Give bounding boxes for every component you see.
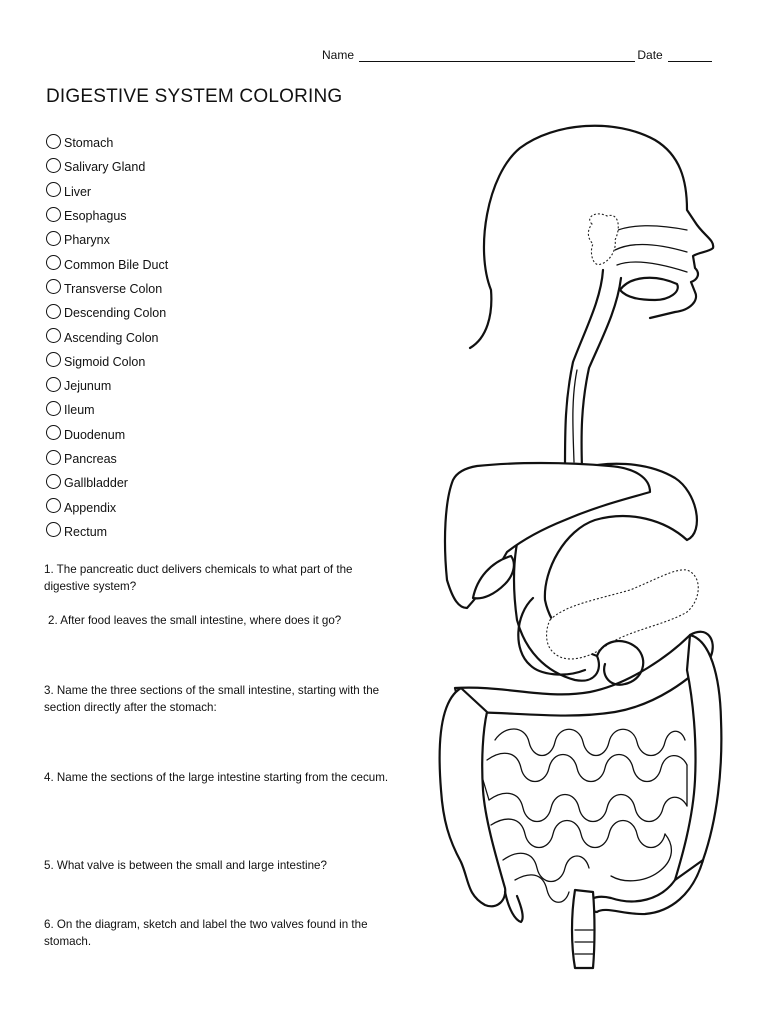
circle-checkbox-icon[interactable]: [46, 328, 61, 344]
circle-checkbox-icon[interactable]: [46, 157, 61, 173]
organ-label: Duodenum: [64, 427, 126, 442]
organ-label: Ileum: [64, 403, 95, 418]
list-item: Jejunum: [46, 374, 168, 398]
list-item: Ileum: [46, 398, 168, 422]
duodenum: [517, 596, 587, 676]
circle-checkbox-icon[interactable]: [46, 303, 61, 319]
list-item: Pharynx: [46, 228, 168, 252]
question-1: 1. The pancreatic duct delivers chemical…: [44, 563, 353, 593]
list-item: Sigmoid Colon: [46, 350, 168, 374]
circle-checkbox-icon[interactable]: [46, 230, 61, 246]
gallbladder: [471, 554, 515, 600]
list-item: Esophagus: [46, 204, 168, 228]
esophagus-inner: [572, 369, 578, 463]
tongue: [618, 276, 679, 302]
organ-label: Pancreas: [64, 452, 117, 466]
small-intestine: [482, 728, 688, 903]
jejunum: [595, 639, 645, 686]
esophagus-left: [563, 268, 605, 470]
organ-label: Pharynx: [64, 233, 110, 248]
appendix: [503, 890, 524, 924]
circle-checkbox-icon[interactable]: [46, 182, 61, 198]
list-item: Salivary Gland: [46, 155, 168, 179]
circle-checkbox-icon[interactable]: [46, 522, 61, 538]
list-item: Ascending Colon: [46, 325, 168, 349]
question-4: 4. Name the sections of the large intest…: [44, 771, 389, 784]
esophagus-right: [580, 276, 623, 470]
organ-label: Appendix: [64, 500, 117, 515]
page-title: DIGESTIVE SYSTEM COLORING: [46, 86, 343, 107]
transverse-colon: [453, 630, 714, 717]
nasal-cavity: [612, 225, 688, 273]
list-item: Liver: [46, 180, 168, 204]
organ-label: Transverse Colon: [64, 281, 163, 296]
circle-checkbox-icon[interactable]: [46, 425, 61, 441]
question-2: 2. After food leaves the small intestine…: [48, 614, 342, 627]
name-field[interactable]: [359, 49, 636, 62]
circle-checkbox-icon[interactable]: [46, 206, 61, 222]
pancreas: [546, 569, 699, 660]
question-3: 3. Name the three sections of the small …: [44, 684, 380, 714]
organ-label: Salivary Gland: [64, 160, 146, 175]
rectum-rings: [574, 929, 594, 955]
organ-label: Sigmoid Colon: [64, 354, 146, 369]
list-item: Transverse Colon: [46, 277, 168, 301]
salivary-gland: [587, 213, 619, 266]
circle-checkbox-icon[interactable]: [46, 498, 61, 514]
circle-checkbox-icon[interactable]: [46, 133, 61, 149]
circle-checkbox-icon[interactable]: [46, 255, 61, 271]
ascending-colon: [438, 686, 507, 908]
circle-checkbox-icon[interactable]: [46, 473, 61, 489]
circle-checkbox-icon[interactable]: [46, 352, 61, 368]
liver: [443, 461, 652, 610]
list-item: Pancreas: [46, 447, 168, 471]
organ-label: Common Bile Duct: [64, 257, 169, 272]
digestive-system-diagram[interactable]: [425, 100, 740, 980]
list-item: Gallbladder: [46, 471, 168, 495]
sigmoid-colon: [581, 858, 705, 916]
circle-checkbox-icon[interactable]: [46, 449, 61, 465]
digestive-system-outline-icon: [438, 124, 723, 970]
organ-label: Jejunum: [64, 379, 112, 394]
question-5: 5. What valve is between the small and l…: [44, 859, 327, 872]
circle-checkbox-icon[interactable]: [46, 376, 61, 392]
list-item: Common Bile Duct: [46, 252, 168, 276]
organ-label: Gallbladder: [64, 476, 128, 491]
organ-label: Esophagus: [64, 209, 127, 224]
question-6: 6. On the diagram, sketch and label the …: [44, 918, 368, 948]
name-label: Name: [322, 48, 355, 62]
name-date-header: Name Date: [322, 48, 714, 62]
circle-checkbox-icon[interactable]: [46, 279, 61, 295]
organ-label: Descending Colon: [64, 306, 167, 321]
organ-label: Rectum: [64, 524, 108, 539]
organ-label: Stomach: [64, 136, 114, 151]
organ-checklist: Stomach Salivary Gland Liver Esophagus P…: [46, 131, 168, 544]
organ-label: Ascending Colon: [64, 330, 159, 345]
list-item: Duodenum: [46, 423, 168, 447]
list-item: Descending Colon: [46, 301, 168, 325]
date-label: Date: [637, 48, 663, 62]
date-field[interactable]: [668, 49, 713, 62]
list-item: Rectum: [46, 520, 168, 544]
organ-label: Liver: [64, 184, 92, 199]
list-item: Appendix: [46, 495, 168, 519]
list-item: Stomach: [46, 131, 168, 155]
rectum: [570, 888, 596, 970]
head-outline: [468, 124, 715, 350]
circle-checkbox-icon[interactable]: [46, 400, 61, 416]
